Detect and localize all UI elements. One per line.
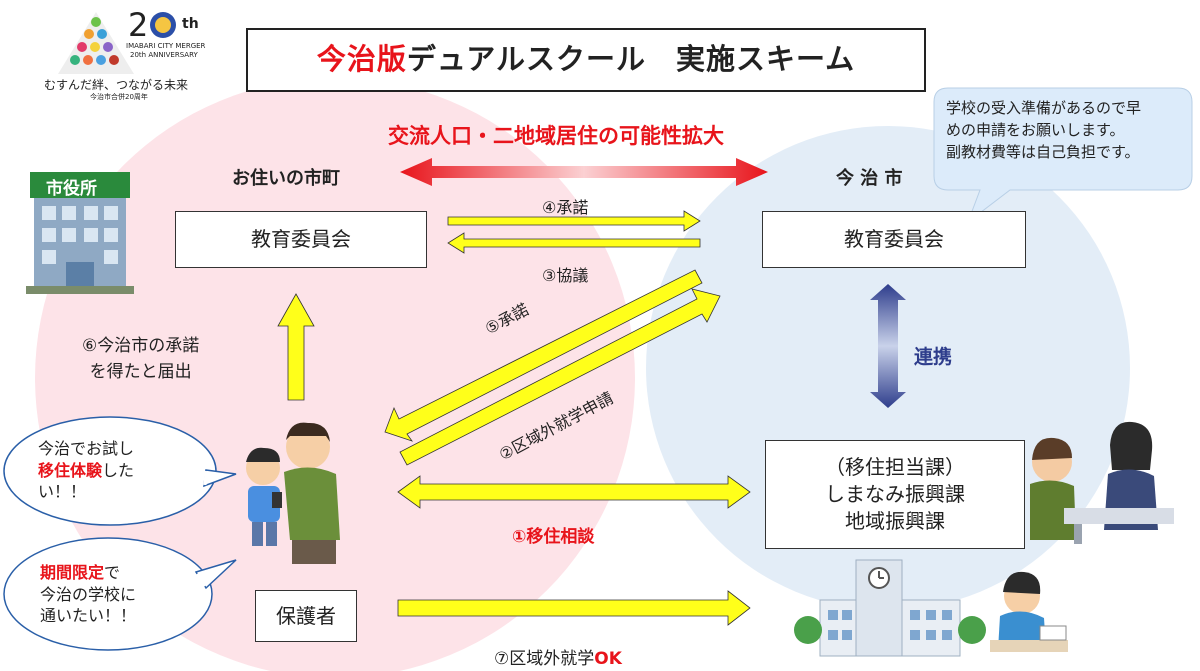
step6-up-arrow [277, 293, 315, 401]
step4-arrow [447, 210, 701, 232]
right-board-box: 教育委員会 [762, 211, 1026, 268]
mountain-logo-icon [58, 12, 134, 74]
top-banner: 交流人口・二地域居住の可能性拡大 [388, 124, 724, 148]
right-bubble-text: 学校の受入準備があるので早 めの申請をお願いします。 副教材費等は自己負担です。 [946, 99, 1142, 161]
logo-th: th [182, 16, 199, 32]
step1-double-arrow [397, 475, 751, 509]
exchange-double-arrow [400, 158, 768, 186]
city-hall-sign: 市役所 [46, 179, 97, 199]
step3-label: ③協議 [542, 266, 589, 285]
logo-number: 2 [128, 6, 149, 44]
left-region-label: お住いの市町 [232, 168, 340, 189]
left-board-box: 教育委員会 [175, 211, 427, 268]
right-region-label: 今 治 市 [836, 168, 903, 189]
left-bubble2-text: 期間限定で 今治の学校に 通いたい！！ [40, 563, 137, 626]
anniversary-logo: 2 th IMABARI CITY MERGER 20th ANNIVERSAR… [44, 6, 224, 102]
logo-merger-1: IMABARI CITY MERGER [126, 42, 206, 50]
logo-merger-2: 20th ANNIVERSARY [130, 51, 198, 59]
step2-arrow [399, 288, 721, 466]
step7-label: ⑦区域外就学OK [494, 649, 622, 669]
left-bubble1-text: 今治でお試し 移住体験した い！！ [38, 439, 135, 502]
step5-arrow [384, 269, 703, 442]
step1-label: ①移住相談 [512, 527, 595, 547]
logo-slogan: むすんだ絆、つながる未来 [44, 78, 189, 92]
step7-arrow [397, 590, 751, 626]
scheme-title: 今治版デュアルスクール 実施スキーム [246, 28, 926, 92]
guardian-box: 保護者 [255, 590, 357, 642]
title-rest: デュアルスクール 実施スキーム [406, 42, 856, 77]
department-box: （移住担当課） しまなみ振興課 地域振興課 [765, 440, 1025, 549]
collaboration-arrow [870, 284, 906, 408]
title-red-part: 今治版 [316, 42, 407, 77]
step6-label: ⑥今治市の承諾 を得たと届出 [82, 336, 200, 382]
step3-arrow [447, 232, 701, 254]
step4-label: ④承諾 [542, 198, 589, 217]
logo-emblem-icon [150, 12, 176, 38]
logo-sub: 今治市合併20周年 [90, 93, 148, 101]
collaboration-label: 連携 [914, 346, 953, 368]
